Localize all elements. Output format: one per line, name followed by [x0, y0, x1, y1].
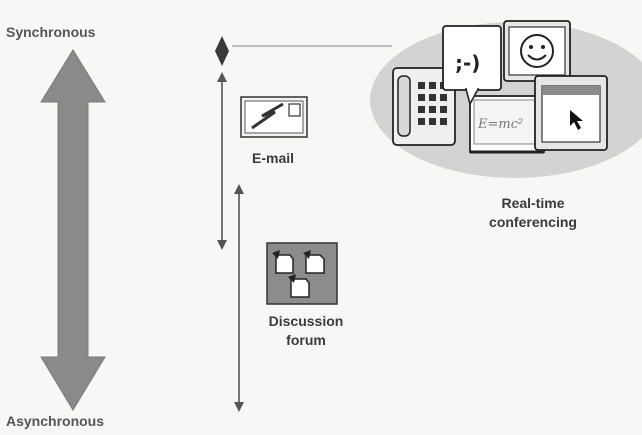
email-envelope-icon [240, 96, 308, 138]
realtime-conferencing-label: Real-time conferencing [468, 194, 598, 232]
synchronous-label: Synchronous [6, 24, 96, 40]
cursor-monitor-icon [534, 75, 608, 151]
email-label: E-mail [252, 150, 295, 166]
discussion-forum-label-line1: Discussion [268, 313, 344, 329]
smiley-monitor-icon [503, 20, 571, 82]
realtime-conferencing-label-line1: Real-time [501, 195, 565, 211]
telephone-icon [392, 67, 456, 146]
realtime-conferencing-cluster: E=mc² ;-) [370, 20, 642, 178]
svg-text:E=mc²: E=mc² [477, 117, 523, 132]
forum-range-arrow [234, 184, 244, 412]
speech-bubble-icon: ;-) [442, 25, 502, 107]
svg-text:;-): ;-) [455, 51, 480, 75]
discussion-forum-label: Discussion forum [246, 312, 366, 350]
document-stack-icon [266, 242, 338, 305]
asynchronous-label: Asynchronous [6, 413, 105, 429]
whiteboard-icon: E=mc² [469, 95, 545, 154]
discussion-forum-label-line2: forum [286, 332, 326, 348]
realtime-conferencing-label-line2: conferencing [489, 214, 577, 230]
sync-diamond-marker [215, 36, 229, 66]
email-range-arrow [217, 72, 227, 250]
sync-async-axis-arrow [40, 49, 106, 411]
